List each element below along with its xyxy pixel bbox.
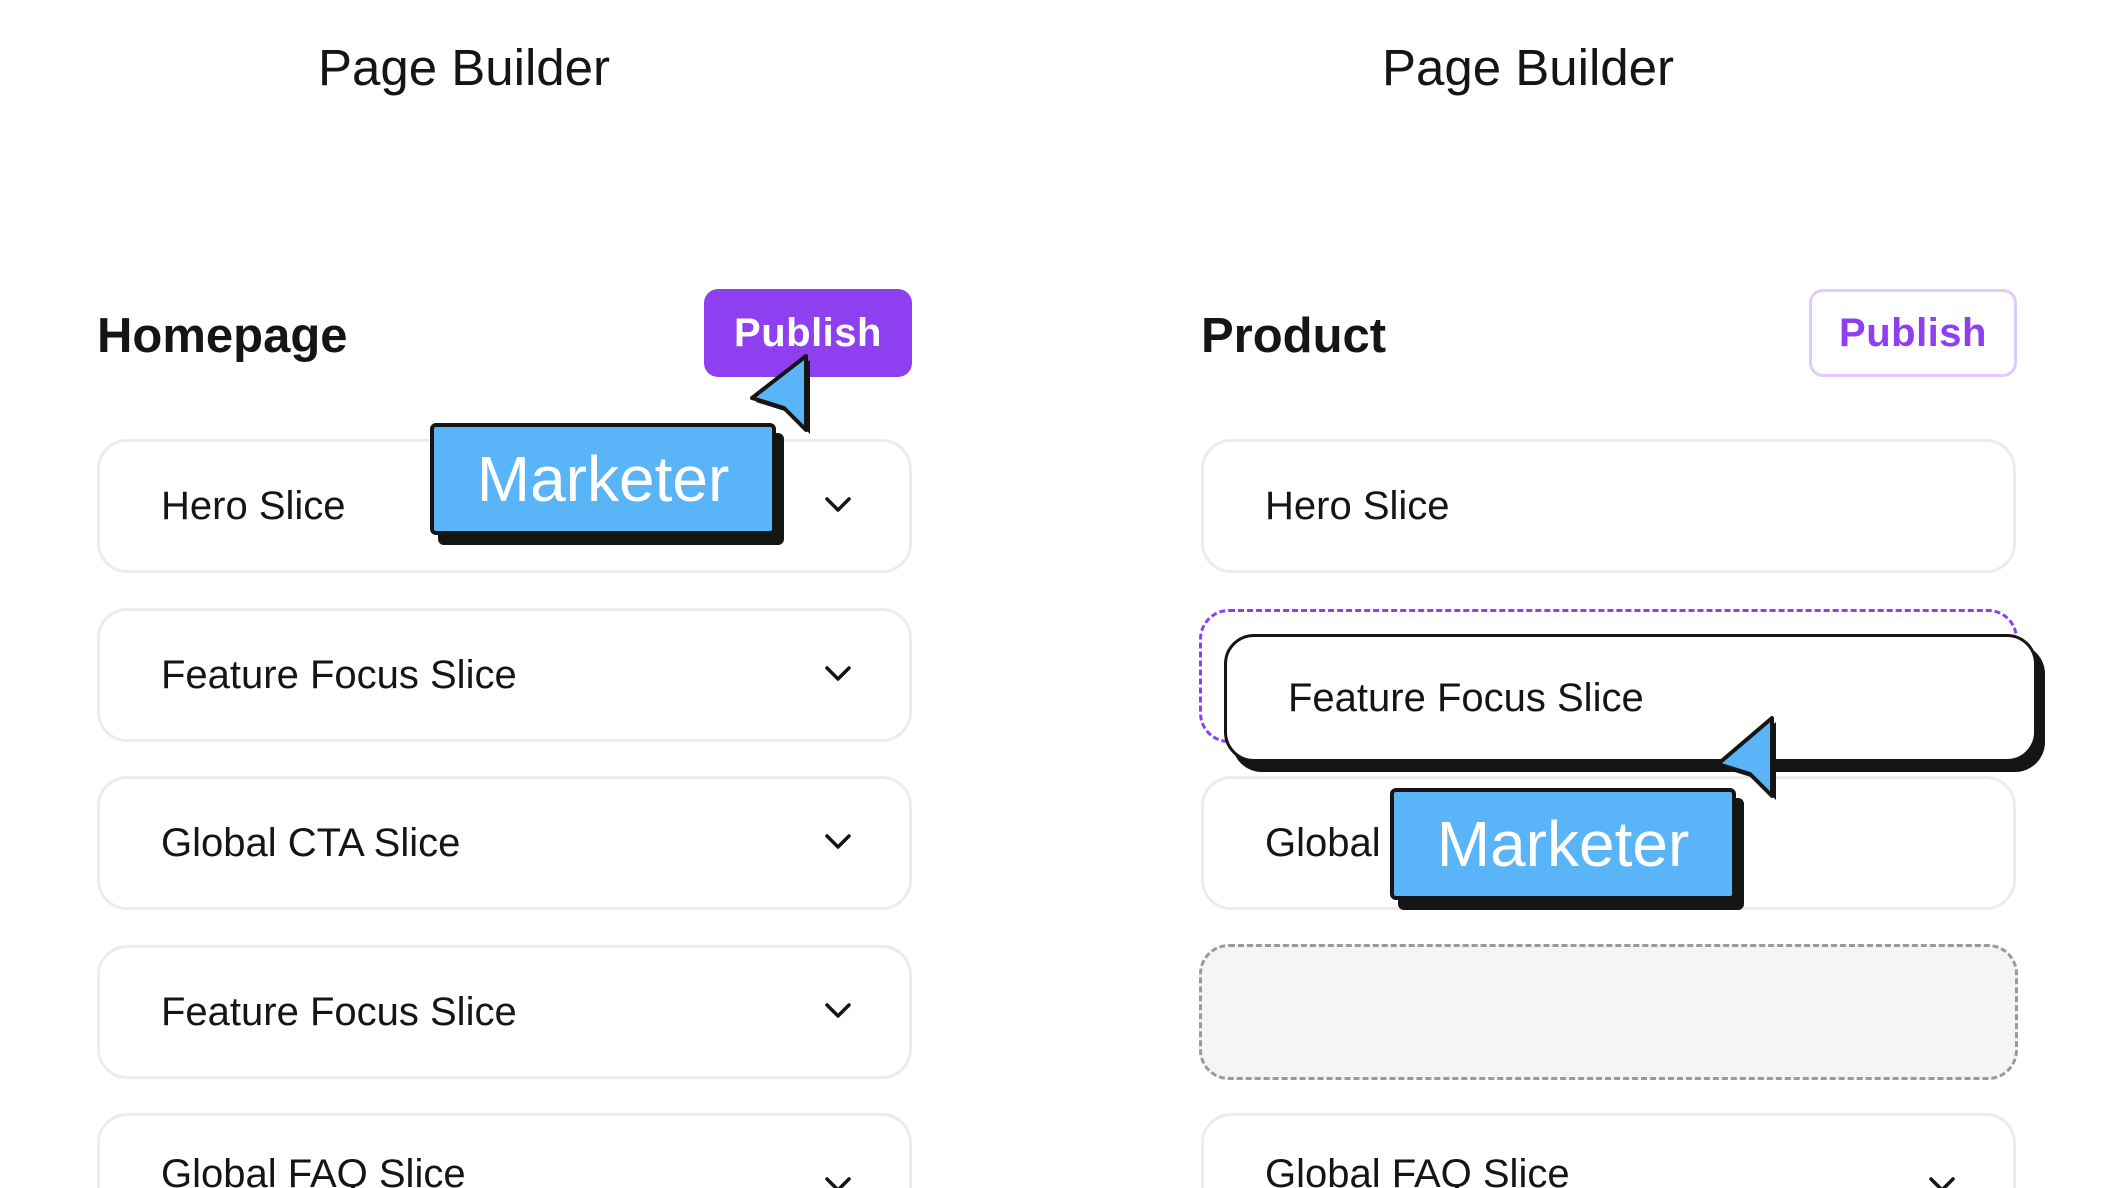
slice-item[interactable]: Global FAQ Slice [1201,1113,2016,1188]
builder-title: Page Builder [1381,39,1675,96]
pointer-arrow-icon [750,354,810,434]
chevron-down-icon[interactable] [823,1002,853,1020]
slice-label: Global CTA Slice [161,820,461,865]
page-builder-product: Page Builder Product Publish Hero Slice … [1056,0,2112,1188]
page-builder-homepage: Page Builder Homepage Publish Hero Slice… [97,39,912,1188]
slice-item[interactable]: Hero Slice [1201,439,2016,573]
builder-title: Page Builder [317,39,611,96]
slice-item[interactable]: Global CTA Slice [97,776,912,910]
slice-item[interactable]: Feature Focus Slice [97,608,912,742]
chevron-down-icon[interactable] [823,833,853,851]
marketer-cursor-tag: Marketer [1390,788,1736,900]
chevron-down-icon[interactable] [1927,1176,1957,1188]
slice-label: Global FAQ Slice [1265,1152,1570,1188]
slice-label: Global FAQ Slice [161,1152,466,1188]
publish-button[interactable]: Publish [1809,289,2017,377]
slice-label: Feature Focus Slice [161,652,517,697]
slice-label: Hero Slice [1265,483,1450,528]
page-title: Homepage [97,309,348,363]
slice-label: Feature Focus Slice [161,989,517,1034]
dragged-slice[interactable]: Feature Focus Slice [1224,634,2037,762]
slice-item[interactable]: Feature Focus Slice [97,945,912,1079]
slice-label: Feature Focus Slice [1288,675,1644,720]
slice-label: Hero Slice [161,483,346,528]
page-title: Product [1201,309,1387,363]
empty-slot-placeholder [1199,944,2018,1080]
chevron-down-icon[interactable] [823,1176,853,1188]
pointer-arrow-icon [1716,716,1776,800]
marketer-cursor-tag: Marketer [430,423,776,535]
slice-item[interactable]: Global FAQ Slice [97,1113,912,1188]
chevron-down-icon[interactable] [823,496,853,514]
chevron-down-icon[interactable] [823,665,853,683]
